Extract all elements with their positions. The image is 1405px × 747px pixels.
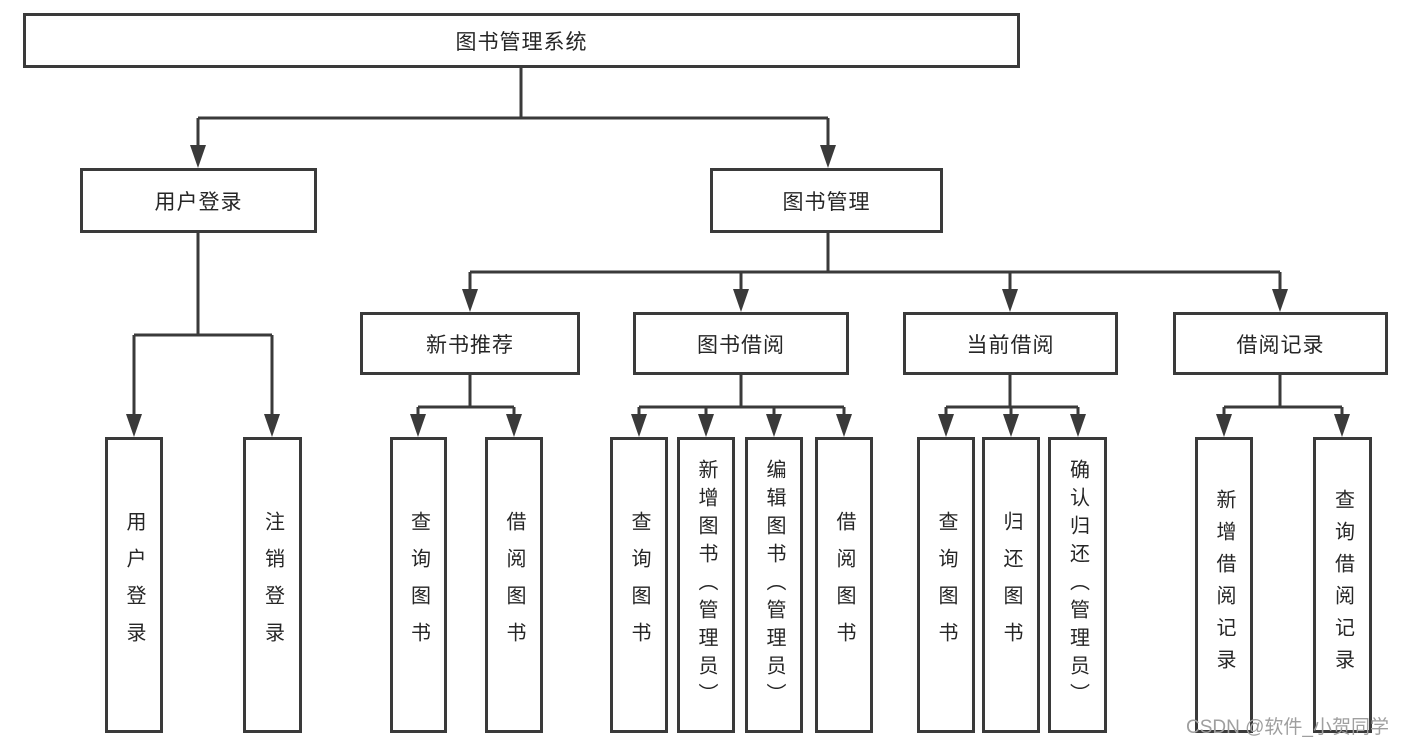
node-book-management: 图书管理 — [710, 168, 943, 233]
leaf-borrow-books: 借阅图书 — [815, 437, 873, 733]
leaf-query-books-newrec: 查询图书 — [390, 437, 447, 733]
leaf-query-books-current: 查询图书 — [917, 437, 975, 733]
node-library-management-system: 图书管理系统 — [23, 13, 1020, 68]
leaf-add-borrow-record: 新增借阅记录 — [1195, 437, 1253, 733]
leaf-query-books-borrow: 查询图书 — [610, 437, 668, 733]
leaf-query-borrow-record: 查询借阅记录 — [1313, 437, 1372, 733]
node-new-book-recommendation: 新书推荐 — [360, 312, 580, 375]
leaf-edit-books-admin: 编辑图书（管理员） — [745, 437, 803, 733]
node-current-borrowing: 当前借阅 — [903, 312, 1118, 375]
leaf-confirm-return-admin: 确认归还（管理员） — [1048, 437, 1107, 733]
arrowheads — [126, 145, 1350, 437]
leaf-borrow-books-newrec: 借阅图书 — [485, 437, 543, 733]
leaf-logout: 注销登录 — [243, 437, 302, 733]
node-borrowing-records: 借阅记录 — [1173, 312, 1388, 375]
node-book-borrowing: 图书借阅 — [633, 312, 849, 375]
leaf-add-books-admin: 新增图书（管理员） — [677, 437, 735, 733]
csdn-watermark: CSDN @软件_小贺同学 — [1186, 717, 1389, 738]
node-user-login: 用户登录 — [80, 168, 317, 233]
leaf-user-login: 用户登录 — [105, 437, 163, 733]
connector-paths — [132, 68, 1344, 419]
leaf-return-books: 归还图书 — [982, 437, 1040, 733]
